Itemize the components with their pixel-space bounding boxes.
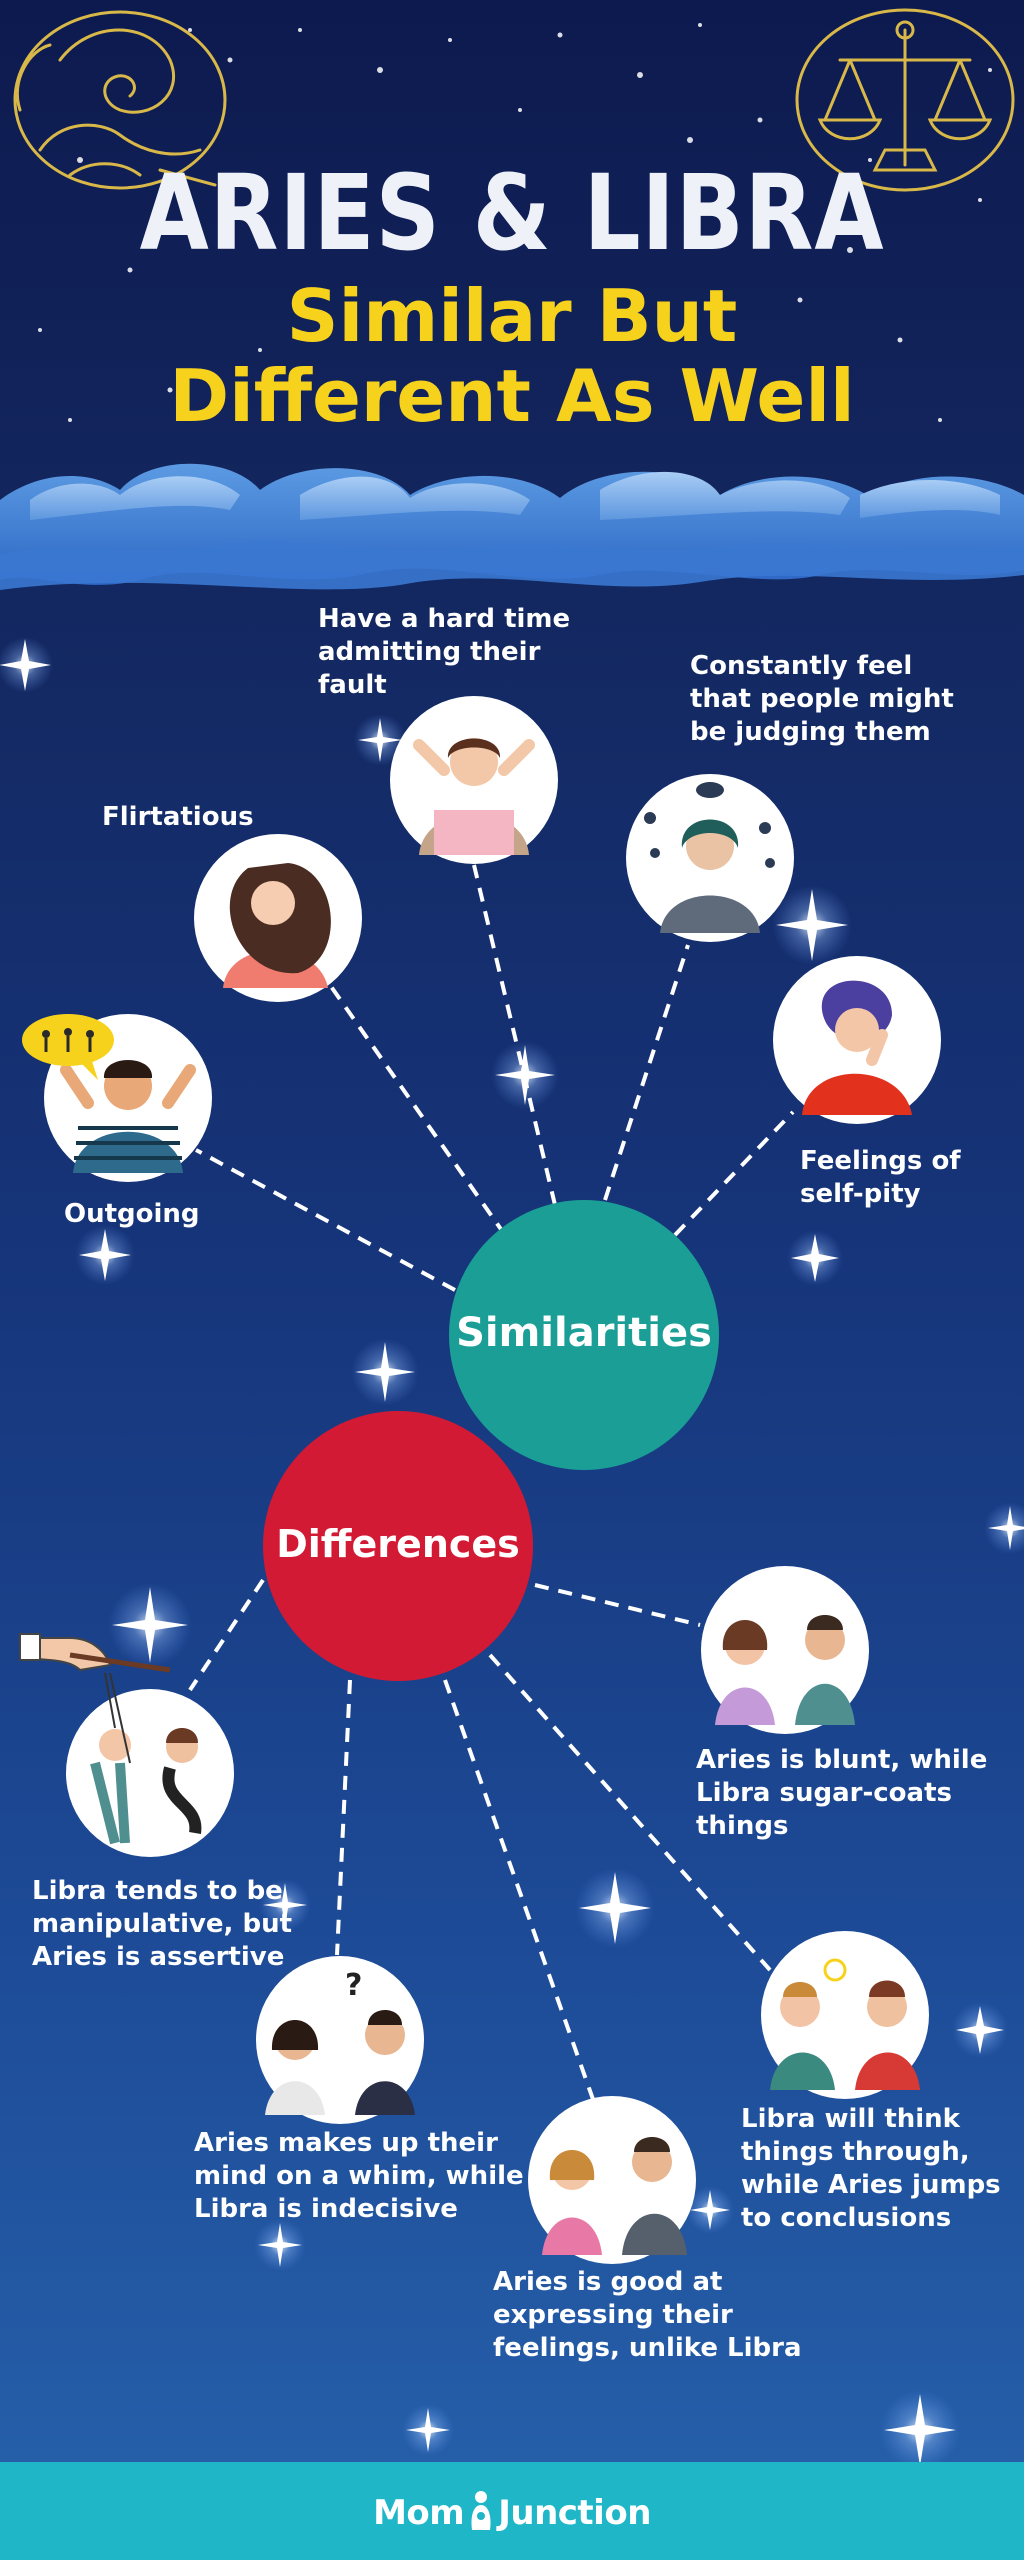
similarity-label-flirtatious: Flirtatious: [102, 802, 254, 832]
similarities-hub-label: Similarities: [456, 1310, 712, 1356]
similarities-connectors: [195, 864, 795, 1292]
difference-label-manipulative: Libra tends to be manipulative, but Arie…: [32, 1876, 293, 1972]
libra-scales-icon: [795, 8, 1015, 192]
mother-child-icon: [471, 2491, 491, 2530]
cloud-band: [0, 463, 1024, 590]
svg-text:?: ?: [345, 1968, 362, 2003]
differences-hub-label: Differences: [276, 1522, 520, 1566]
differences-hub: [263, 1411, 533, 1681]
portrait-admitting-fault: [390, 696, 558, 864]
portrait-blunt: [701, 1566, 869, 1734]
difference-label-blunt: Aries is blunt, while Libra sugar-coats …: [696, 1745, 988, 1841]
differences-connectors: [188, 1578, 772, 2106]
portrait-flirtatious: [194, 834, 362, 1002]
portrait-self-pity: [773, 956, 941, 1124]
portrait-indecisive: ?: [256, 1956, 424, 2124]
similarity-label-admitting-fault: Have a hard time admitting their fault: [318, 604, 571, 700]
logo-text-junction: Junction: [498, 2493, 651, 2533]
portrait-conclusions: [761, 1931, 929, 2099]
similarities-hub: [449, 1200, 719, 1470]
momjunction-logo[interactable]: Mom Junction: [0, 2490, 1024, 2533]
portrait-manipulative: [66, 1672, 234, 1857]
difference-label-indecisive: Aries makes up their mind on a whim, whi…: [194, 2128, 524, 2224]
subtitle-line-1: Similar But: [286, 274, 738, 358]
aries-ram-icon: [13, 10, 227, 190]
difference-label-conclusions: Libra will think things through, while A…: [741, 2104, 1001, 2233]
footer-bar: Mom Junction: [0, 2462, 1024, 2560]
similarity-label-self-pity: Feelings of self-pity: [800, 1146, 961, 1209]
glow-stars: [0, 637, 1024, 2470]
portrait-judged: [626, 774, 794, 942]
portrait-expressing: [528, 2096, 696, 2264]
similarity-label-outgoing: Outgoing: [64, 1199, 200, 1229]
star-field: [38, 23, 992, 422]
similarity-label-judged: Constantly feel that people might be jud…: [690, 651, 954, 747]
logo-text-mom: Mom: [373, 2493, 465, 2533]
page-title: ARIES & LIBRA: [139, 152, 885, 274]
puppeteer-hand-icon: [19, 1633, 171, 1673]
dancing-speech-bubble-icon: [22, 1014, 114, 1080]
subtitle-line-2: Different As Well: [169, 354, 855, 438]
difference-label-expressing: Aries is good at expressing their feelin…: [493, 2267, 802, 2363]
